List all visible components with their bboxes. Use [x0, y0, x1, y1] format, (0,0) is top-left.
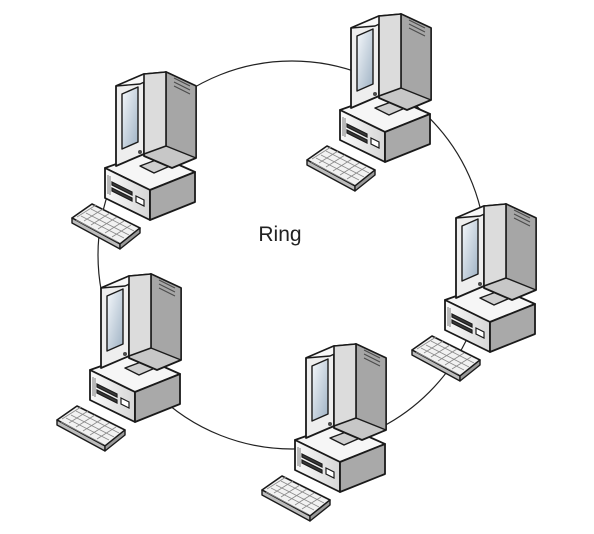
computer-bottom-icon	[261, 343, 387, 522]
computer-left-icon	[56, 273, 182, 452]
computer-top-right-icon	[306, 13, 432, 192]
computer-top-left-icon	[71, 71, 197, 250]
ring-topology-label: Ring	[258, 223, 302, 246]
computer-right-icon	[411, 203, 537, 382]
